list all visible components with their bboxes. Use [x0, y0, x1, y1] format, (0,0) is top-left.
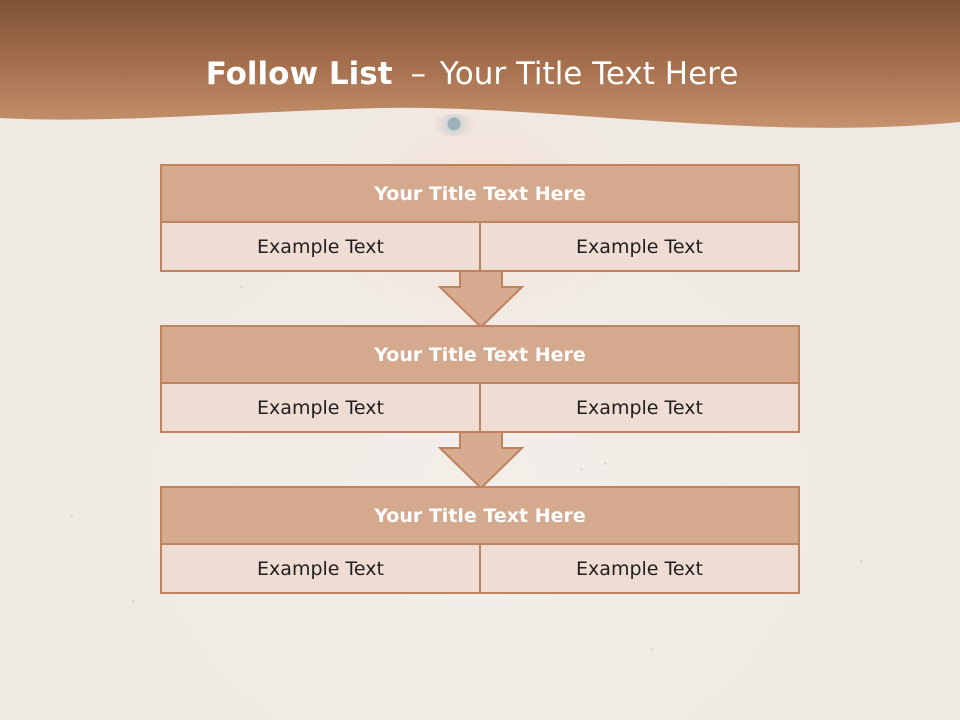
slide-title-rest: Your Title Text Here — [439, 56, 739, 92]
background-speckle — [580, 468, 583, 471]
slide-title: Follow List– Your Title Text Here — [0, 56, 944, 92]
background-speckle — [860, 560, 863, 563]
block-cell-left: Example Text — [162, 384, 479, 431]
background-speckle — [650, 648, 653, 651]
block-row: Example Text Example Text — [162, 223, 798, 270]
background-speckle — [240, 285, 243, 288]
down-arrow-icon — [438, 270, 524, 328]
block-cell-right: Example Text — [479, 545, 798, 592]
slide-title-separator: – — [410, 56, 427, 92]
header-band — [0, 0, 960, 128]
block-cell-right: Example Text — [479, 223, 798, 270]
block-cell-right: Example Text — [479, 384, 798, 431]
block-row: Example Text Example Text — [162, 384, 798, 431]
block-row: Example Text Example Text — [162, 545, 798, 592]
background-eye-graphic — [432, 114, 476, 136]
background-speckle — [604, 462, 607, 465]
block-title: Your Title Text Here — [162, 327, 798, 384]
block-title: Your Title Text Here — [162, 166, 798, 223]
block-cell-left: Example Text — [162, 223, 479, 270]
block-cell-left: Example Text — [162, 545, 479, 592]
block-title: Your Title Text Here — [162, 488, 798, 545]
list-block: Your Title Text Here Example Text Exampl… — [160, 325, 800, 433]
background-speckle — [132, 600, 135, 603]
list-block: Your Title Text Here Example Text Exampl… — [160, 164, 800, 272]
background-speckle — [70, 515, 73, 518]
slide-title-bold: Follow List — [205, 56, 393, 92]
list-block: Your Title Text Here Example Text Exampl… — [160, 486, 800, 594]
down-arrow-icon — [438, 431, 524, 489]
